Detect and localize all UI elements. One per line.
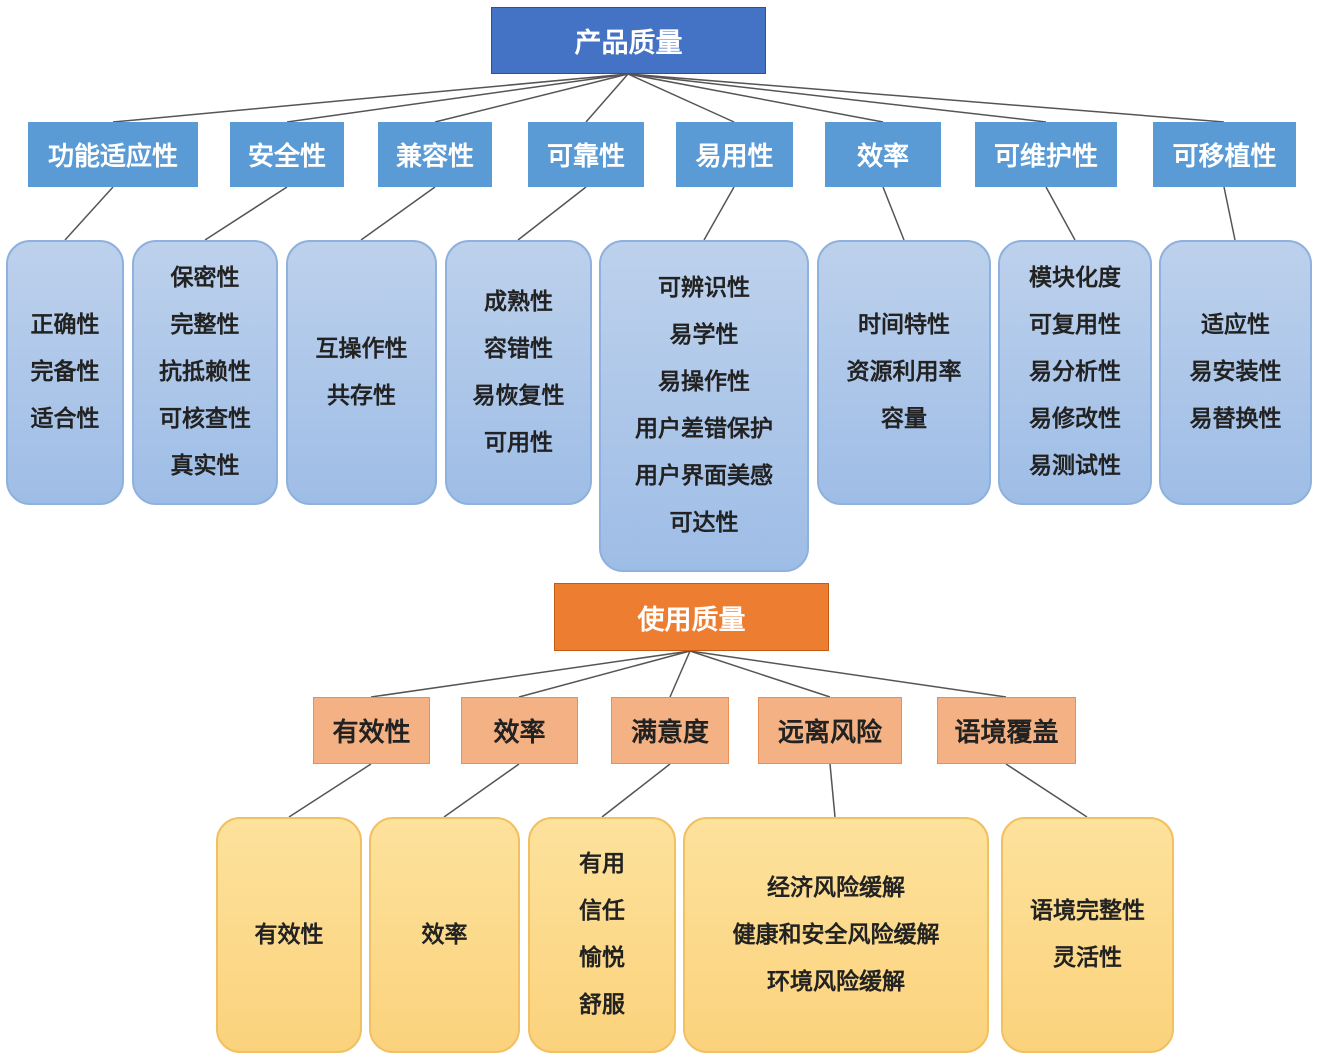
sub-item: 用户界面美感	[635, 463, 773, 489]
sub-item: 保密性	[170, 265, 240, 291]
qiu-subs-efficiency: 效率	[369, 817, 520, 1053]
sub-item: 时间特性	[858, 312, 950, 338]
qiu-category-satisfaction: 满意度	[611, 697, 729, 764]
sub-item: 完整性	[170, 312, 240, 338]
connector-line	[286, 73, 629, 123]
connector-line	[882, 186, 905, 241]
pq-category-portability: 可移植性	[1153, 122, 1296, 187]
qiu-category-efficiency: 效率	[461, 697, 578, 764]
connector-line	[517, 186, 587, 241]
pq-subs-reliability: 成熟性 容错性 易恢复性 可用性	[445, 240, 592, 505]
sub-item: 模块化度	[1029, 265, 1121, 291]
sub-item: 用户差错保护	[635, 416, 773, 442]
pq-category-reliability: 可靠性	[528, 122, 644, 187]
pq-category-functional-suitability: 功能适应性	[28, 122, 198, 187]
sub-item: 易测试性	[1029, 453, 1121, 479]
sub-item: 易分析性	[1029, 359, 1121, 385]
connector-line	[518, 650, 691, 698]
connector-line	[112, 73, 629, 123]
pq-category-maintainability: 可维护性	[975, 122, 1117, 187]
sub-item: 适应性	[1201, 312, 1270, 338]
pq-category-security: 安全性	[230, 122, 344, 187]
connector-line	[627, 73, 735, 123]
sub-item: 易操作性	[658, 369, 750, 395]
sub-item: 完备性	[30, 359, 100, 385]
connector-line	[689, 650, 831, 698]
sub-item: 经济风险缓解	[767, 874, 905, 901]
connector-line	[443, 763, 520, 818]
qiu-subs-effectiveness: 有效性	[216, 817, 362, 1053]
connector-line	[627, 73, 1225, 123]
sub-item: 可达性	[669, 510, 739, 536]
pq-subs-security: 保密性 完整性 抗抵赖性 可核查性 真实性	[132, 240, 278, 505]
connector-line	[829, 763, 836, 818]
connector-line	[585, 73, 629, 123]
product-quality-root: 产品质量	[491, 7, 766, 74]
sub-item: 抗抵赖性	[159, 359, 251, 385]
sub-item: 可核查性	[159, 406, 251, 432]
sub-item: 易恢复性	[472, 382, 565, 409]
connector-line	[601, 763, 671, 818]
sub-item: 正确性	[30, 312, 100, 338]
connector-line	[64, 186, 114, 241]
sub-item: 灵活性	[1053, 945, 1122, 971]
sub-item: 互操作性	[315, 335, 408, 362]
sub-item: 易学性	[669, 322, 739, 348]
connector-line	[1223, 186, 1236, 241]
qiu-category-context-coverage: 语境覆盖	[937, 697, 1076, 764]
sub-item: 有用	[579, 851, 625, 877]
sub-item: 语境完整性	[1030, 898, 1145, 924]
sub-item: 资源利用率	[846, 359, 962, 385]
connector-line	[1045, 186, 1076, 241]
pq-category-compatibility: 兼容性	[378, 122, 492, 187]
pq-subs-functional-suitability: 正确性 完备性 适合性	[6, 240, 124, 505]
qiu-subs-satisfaction: 有用 信任 愉悦 舒服	[528, 817, 676, 1053]
sub-item: 易修改性	[1029, 406, 1121, 432]
connector-line	[288, 763, 372, 818]
connector-line	[360, 186, 436, 241]
qiu-category-effectiveness: 有效性	[313, 697, 430, 764]
pq-subs-maintainability: 模块化度 可复用性 易分析性 易修改性 易测试性	[998, 240, 1152, 505]
qiu-subs-context-coverage: 语境完整性 灵活性	[1001, 817, 1174, 1053]
pq-category-usability: 易用性	[676, 122, 793, 187]
sub-item: 可辨识性	[658, 275, 750, 301]
quality-in-use-root: 使用质量	[554, 583, 829, 651]
pq-category-efficiency: 效率	[825, 122, 941, 187]
sub-item: 成熟性	[484, 288, 553, 315]
connector-line	[689, 650, 1007, 698]
sub-item: 效率	[421, 921, 468, 948]
sub-item: 环境风险缓解	[767, 968, 905, 995]
qiu-category-freedom-from-risk: 远离风险	[758, 697, 902, 764]
connector-line	[434, 73, 629, 123]
connector-line	[627, 73, 1047, 123]
sub-item: 真实性	[170, 453, 240, 479]
sub-item: 可用性	[484, 429, 553, 456]
sub-item: 愉悦	[579, 945, 625, 971]
sub-item: 易替换性	[1189, 406, 1282, 432]
pq-subs-efficiency: 时间特性 资源利用率 容量	[817, 240, 991, 505]
qiu-subs-freedom-from-risk: 经济风险缓解 健康和安全风险缓解 环境风险缓解	[683, 817, 989, 1053]
sub-item: 共存性	[327, 382, 396, 409]
connector-line	[669, 650, 691, 698]
sub-item: 易安装性	[1189, 359, 1282, 385]
sub-item: 可复用性	[1029, 312, 1121, 338]
sub-item: 有效性	[254, 921, 324, 948]
sub-item: 信任	[579, 898, 625, 924]
sub-item: 容错性	[484, 335, 553, 362]
pq-subs-compatibility: 互操作性 共存性	[286, 240, 437, 505]
connector-line	[204, 186, 288, 241]
connector-line	[627, 73, 884, 123]
sub-item: 舒服	[579, 992, 625, 1018]
sub-item: 容量	[881, 406, 927, 432]
pq-subs-portability: 适应性 易安装性 易替换性	[1159, 240, 1312, 505]
sub-item: 适合性	[30, 406, 100, 432]
pq-subs-usability: 可辨识性 易学性 易操作性 用户差错保护 用户界面美感 可达性	[599, 240, 809, 572]
connector-line	[1005, 763, 1088, 818]
sub-item: 健康和安全风险缓解	[732, 921, 940, 948]
connector-line	[370, 650, 691, 698]
connector-line	[703, 186, 735, 241]
